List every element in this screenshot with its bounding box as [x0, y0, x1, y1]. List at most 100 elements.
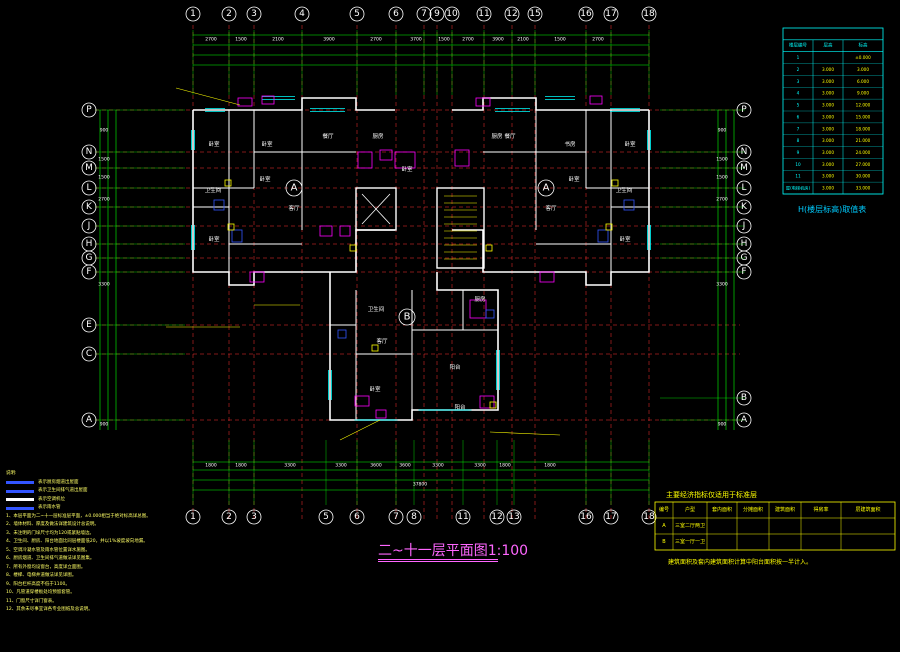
top-axis-bubble-2-circle	[221, 6, 237, 22]
econ-table-cell-0-0: A	[662, 523, 666, 529]
note-line: 11、门窗尺寸详门窗表。	[6, 598, 57, 604]
econ-table-header-2: 套内面积	[712, 506, 732, 513]
height-table-cell-7-0: 8	[797, 138, 800, 143]
top-axis-bubble-17-circle	[603, 6, 619, 22]
legend-item: 表示空调机位	[6, 496, 216, 505]
height-table-cell-10-0: 11	[795, 174, 801, 179]
left-dim-text-4: 3300	[98, 282, 110, 288]
top-axis-bubble-18-label: 18	[643, 9, 655, 19]
econ-table-frame	[654, 501, 896, 551]
right-axis-bubble-M-circle	[736, 160, 752, 176]
right-dim-text-1: 1500	[716, 157, 728, 163]
econ-table-footer: 建筑面积及套内建筑面积计算中阳台面积按一半计入。	[668, 557, 812, 566]
height-table-cell-0-2: ±0.000	[855, 55, 871, 60]
left-axis-bubble-A-circle	[81, 412, 97, 428]
right-axis-bubble-P-circle	[736, 102, 752, 118]
note-line: 12、其余未尽事宜详各专业图纸及总说明。	[6, 607, 93, 612]
left-axis-bubble-E-label: E	[86, 320, 92, 330]
unit-marker-label-2: A	[543, 183, 550, 194]
room-label-14: 卧室	[624, 140, 636, 148]
bottom-axis-bubble-18-label: 18	[643, 512, 655, 522]
right-axis-bubble-J-label: J	[742, 221, 746, 231]
econ-table-header-3: 分摊面积	[743, 506, 763, 513]
sanitary-4	[337, 329, 347, 339]
legend-swatch	[6, 489, 34, 493]
fixture-7	[589, 95, 603, 105]
right-axis-bubble-L-label: L	[741, 183, 746, 193]
room-label-0: 卧室	[208, 140, 220, 148]
title-underline-2	[378, 561, 498, 562]
top-dim-text-2: 2100	[272, 37, 284, 43]
bottom-axis-bubble-16-circle	[578, 509, 594, 525]
econ-table-title-text: 主要经济指标仅适用于标准层	[666, 491, 757, 499]
top-dim-text-7: 2700	[462, 37, 474, 43]
right-dim-text-5: 900	[718, 422, 727, 428]
bottom-axis-bubble-12-label: 12	[491, 512, 502, 522]
top-axis-bubble-2-label: 2	[226, 9, 232, 19]
legend-item: 表示卫生间排气道出屋面	[6, 487, 216, 496]
drawing-title-text: 二~十一层平面图1:100	[378, 543, 529, 559]
legend-swatch	[6, 498, 34, 502]
note-line: 4、卫生间、厨房、阳台地面比同层楼面低20，并以1%坡度坡向地漏。	[6, 539, 148, 544]
top-axis-bubble-4-label: 4	[299, 9, 305, 19]
left-axis-bubble-P-circle	[81, 102, 97, 118]
top-axis-bubble-17-label: 17	[605, 9, 616, 19]
height-table-cell-5-0: 6	[797, 114, 800, 119]
bottom-axis-bubble-6-label: 6	[354, 512, 360, 522]
right-axis-bubble-F-label: F	[741, 267, 746, 277]
height-table-header-0: 楼层编号	[789, 41, 807, 48]
left-axis-bubble-J-circle	[81, 218, 97, 234]
height-table-cell-2-1: 3.000	[822, 79, 834, 84]
wall-left-top	[193, 97, 395, 111]
room-label-8: 厨房	[491, 132, 503, 140]
legend-swatch	[6, 481, 34, 485]
top-axis-bubble-10-circle	[444, 6, 460, 22]
sanitary-2	[213, 199, 225, 211]
left-axis-bubble-G-label: G	[86, 253, 93, 263]
legend-text: 表示空调机位	[38, 496, 65, 502]
bottom-axis-bubble-6-circle	[349, 509, 365, 525]
right-dim-text-2: 1500	[716, 175, 728, 181]
yellow-marker-6	[371, 344, 379, 352]
top-axis-bubble-16-label: 16	[580, 9, 592, 19]
left-axis-bubble-N-label: N	[86, 147, 93, 157]
top-dim-text-1: 1500	[235, 37, 247, 43]
height-table-cell-7-1: 3.000	[822, 138, 834, 143]
wall-left-unit-outline	[192, 110, 395, 286]
left-axis-bubble-L-label: L	[86, 183, 91, 193]
height-table-cell-5-2: 15.000	[856, 114, 871, 119]
left-axis-bubble-F-label: F	[86, 267, 91, 277]
right-dim-text-4: 3300	[716, 282, 728, 288]
left-dim-text-5: 900	[100, 422, 109, 428]
fixture-1	[261, 95, 275, 105]
leader-4	[489, 431, 561, 436]
econ-table-header-5: 得房率	[813, 506, 828, 513]
legend-item: 表示厨房烟道出屋面	[6, 479, 216, 488]
right-dim-text-0: 900	[718, 128, 727, 134]
top-axis-bubble-7-label: 7	[421, 9, 427, 19]
bottom-axis-bubble-5-circle	[318, 509, 334, 525]
right-axis-bubble-K-label: K	[741, 202, 748, 212]
top-dim-text-8: 3900	[492, 37, 504, 43]
note-line: 1、本层平面为二~十一层标准层平面，±0.000相当于绝对标高详总图。	[6, 513, 151, 519]
core-stair	[436, 187, 485, 269]
height-table-cell-11-0: 屋(电梯机房)	[786, 185, 811, 192]
height-table-cell-4-1: 3.000	[822, 103, 834, 108]
fixture-10	[469, 299, 487, 319]
height-table-cell-11-2: 33.000	[856, 186, 871, 191]
height-table-cell-6-2: 18.000	[856, 126, 871, 131]
legend-text: 表示厨房烟道出屋面	[38, 479, 79, 485]
left-axis-bubble-M-label: M	[85, 163, 93, 173]
econ-table-header-4: 建筑面积	[775, 506, 795, 513]
room-label-4: 客厅	[288, 204, 300, 212]
legend-text: 表示卫生间排气道出屋面	[38, 488, 88, 493]
height-table-cell-10-2: 30.000	[856, 174, 871, 179]
note-line: 8、楼梯、电梯井道做法详见详图。	[6, 573, 77, 578]
leader-1	[175, 87, 241, 106]
fixture-2	[379, 149, 393, 161]
unit-marker-circle-1	[398, 308, 416, 326]
left-axis-bubble-C-label: C	[86, 349, 92, 359]
top-axis-bubble-7-circle	[416, 6, 432, 22]
bottom-axis-bubble-1-label: 1	[190, 512, 196, 522]
